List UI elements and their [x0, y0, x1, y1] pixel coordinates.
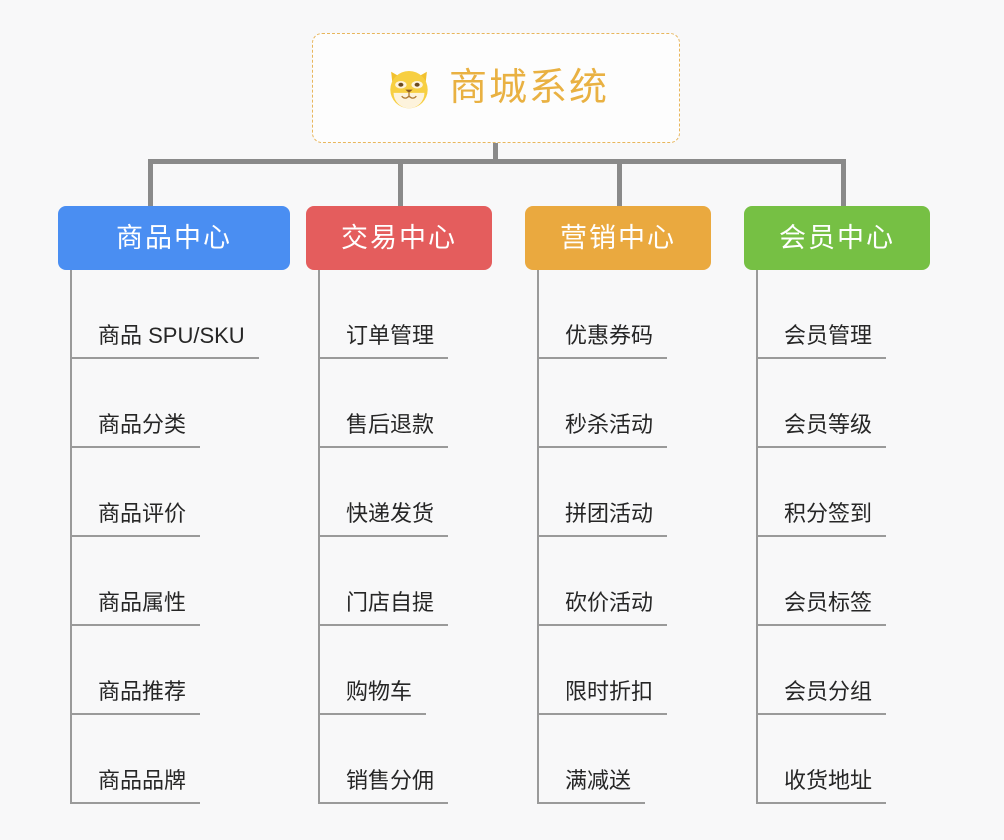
list-item[interactable]: 收货地址 — [758, 715, 976, 804]
branch-trade-center: 交易中心 订单管理 售后退款 快递发货 门店自提 购物车 销售分佣 — [306, 206, 538, 804]
branch-header-marketing-center[interactable]: 营销中心 — [525, 206, 711, 270]
list-item[interactable]: 门店自提 — [320, 537, 538, 626]
branch-header-label: 营销中心 — [560, 222, 676, 253]
list-item[interactable]: 订单管理 — [320, 270, 538, 359]
branch-header-label: 交易中心 — [341, 222, 457, 253]
connector-drop-marketing-center — [617, 159, 622, 207]
root-node[interactable]: 商城系统 — [312, 33, 680, 143]
leaf-label: 商品属性 — [72, 592, 201, 626]
branch-member-center: 会员中心 会员管理 会员等级 积分签到 会员标签 会员分组 收货地址 — [744, 206, 976, 804]
leaf-label: 会员分组 — [758, 681, 887, 715]
leaf-label: 会员标签 — [758, 592, 887, 626]
list-item[interactable]: 积分签到 — [758, 448, 976, 537]
list-item[interactable]: 拼团活动 — [539, 448, 757, 537]
list-item[interactable]: 秒杀活动 — [539, 359, 757, 448]
list-item[interactable]: 商品评价 — [72, 448, 290, 537]
branch-marketing-center: 营销中心 优惠券码 秒杀活动 拼团活动 砍价活动 限时折扣 满减送 — [525, 206, 757, 804]
leaf-label: 满减送 — [539, 770, 646, 804]
list-item[interactable]: 会员等级 — [758, 359, 976, 448]
branch-product-center: 商品中心 商品 SPU/SKU 商品分类 商品评价 商品属性 商品推荐 商品品牌 — [58, 206, 290, 804]
leaf-list-product-center: 商品 SPU/SKU 商品分类 商品评价 商品属性 商品推荐 商品品牌 — [70, 270, 290, 804]
leaf-label: 优惠券码 — [539, 325, 668, 359]
branch-header-label: 商品中心 — [116, 222, 232, 253]
connector-root-stem — [493, 143, 498, 163]
leaf-label: 砍价活动 — [539, 592, 668, 626]
shiba-dog-face-icon — [383, 62, 435, 114]
leaf-label: 门店自提 — [320, 592, 449, 626]
list-item[interactable]: 砍价活动 — [539, 537, 757, 626]
leaf-list-trade-center: 订单管理 售后退款 快递发货 门店自提 购物车 销售分佣 — [318, 270, 538, 804]
leaf-label: 积分签到 — [758, 503, 887, 537]
list-item[interactable]: 优惠券码 — [539, 270, 757, 359]
list-item[interactable]: 会员标签 — [758, 537, 976, 626]
list-item[interactable]: 商品 SPU/SKU — [72, 270, 290, 359]
connector-drop-member-center — [841, 159, 846, 207]
connector-bus — [148, 159, 846, 164]
leaf-label: 购物车 — [320, 681, 427, 715]
list-item[interactable]: 快递发货 — [320, 448, 538, 537]
leaf-list-member-center: 会员管理 会员等级 积分签到 会员标签 会员分组 收货地址 — [756, 270, 976, 804]
connector-drop-product-center — [148, 159, 153, 207]
leaf-label: 会员管理 — [758, 325, 887, 359]
leaf-label: 限时折扣 — [539, 681, 668, 715]
branch-header-product-center[interactable]: 商品中心 — [58, 206, 290, 270]
root-title: 商城系统 — [448, 67, 609, 109]
branch-header-member-center[interactable]: 会员中心 — [744, 206, 930, 270]
leaf-label: 收货地址 — [758, 770, 887, 804]
branch-header-trade-center[interactable]: 交易中心 — [306, 206, 492, 270]
connector-drop-trade-center — [398, 159, 403, 207]
leaf-label: 售后退款 — [320, 414, 449, 448]
list-item[interactable]: 商品属性 — [72, 537, 290, 626]
list-item[interactable]: 限时折扣 — [539, 626, 757, 715]
leaf-label: 会员等级 — [758, 414, 887, 448]
leaf-label: 商品 SPU/SKU — [72, 325, 259, 359]
list-item[interactable]: 商品推荐 — [72, 626, 290, 715]
leaf-label: 商品分类 — [72, 414, 201, 448]
leaf-label: 秒杀活动 — [539, 414, 668, 448]
list-item[interactable]: 商品品牌 — [72, 715, 290, 804]
leaf-label: 拼团活动 — [539, 503, 668, 537]
list-item[interactable]: 售后退款 — [320, 359, 538, 448]
list-item[interactable]: 会员管理 — [758, 270, 976, 359]
list-item[interactable]: 购物车 — [320, 626, 538, 715]
list-item[interactable]: 销售分佣 — [320, 715, 538, 804]
leaf-label: 订单管理 — [320, 325, 449, 359]
branch-header-label: 会员中心 — [779, 222, 895, 253]
leaf-label: 快递发货 — [320, 503, 449, 537]
leaf-label: 商品品牌 — [72, 770, 201, 804]
list-item[interactable]: 会员分组 — [758, 626, 976, 715]
list-item[interactable]: 商品分类 — [72, 359, 290, 448]
leaf-label: 销售分佣 — [320, 770, 449, 804]
leaf-label: 商品评价 — [72, 503, 201, 537]
leaf-label: 商品推荐 — [72, 681, 201, 715]
leaf-list-marketing-center: 优惠券码 秒杀活动 拼团活动 砍价活动 限时折扣 满减送 — [537, 270, 757, 804]
list-item[interactable]: 满减送 — [539, 715, 757, 804]
